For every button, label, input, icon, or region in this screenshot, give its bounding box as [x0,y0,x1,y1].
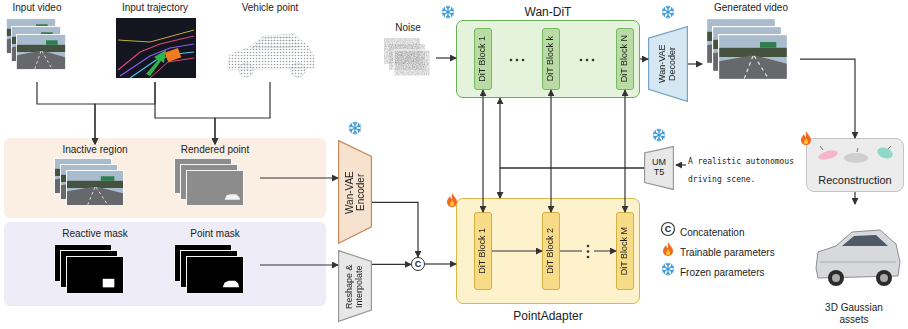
legend-row: Frozen parameters [680,262,764,280]
dit-block: DiT Block N [616,28,634,90]
connector [260,264,338,265]
block-label: DiT Block M [620,227,630,275]
connector [688,63,702,64]
image-panel: Noise [380,22,436,82]
panel-heading: Point mask [190,228,239,240]
connector [854,192,855,204]
dit-block: DiT Block M [616,212,634,290]
module-label: Wan-VAE Encoder [344,157,366,228]
block-label: DiT Block N [620,35,630,82]
connector [500,168,644,198]
connector [436,57,456,58]
process-label: Reconstruction [818,174,891,186]
trapezoid [649,27,688,102]
block-label: DiT Block 2 [546,228,556,274]
module-trapezoid: Wan-VAE Decoder [648,26,688,102]
container-title: PointAdapter [513,309,582,323]
trapezoid [339,251,372,322]
panel-heading: Vehicle point [242,2,299,14]
image-panel: Vehicle point [222,2,318,82]
image-panel: 3D Gaussian assets [806,204,902,326]
concat-circle: C [411,257,425,271]
model-container: Wan-DiTDiT Block 1DiT Block kDiT Block N [456,20,640,98]
module-label: UM T5 [651,158,667,178]
connector [425,263,456,264]
dit-block: DiT Block k [542,28,560,90]
heading-wrap: Wan-DiT [457,2,639,20]
legend-row: Trainable parameters [680,242,775,260]
connector [95,82,155,144]
legend-text: Frozen parameters [680,267,764,278]
trapezoid [339,141,372,244]
heading-wrap: PointAdapter [457,306,639,324]
image-panel: Reactive mask [50,228,140,302]
prompt-label: A realistic autonomous driving scene. [688,150,800,186]
module-trapezoid: Reshape & Interpolate [338,250,372,322]
connector [550,90,551,212]
panel-heading: Input trajectory [122,2,188,14]
module-label: Wan-VAE Decoder [658,38,678,90]
connector [37,82,95,144]
legend-symbol-label: C [661,222,675,236]
legend-text: Concatenation [680,227,745,238]
process-box: Reconstruction [806,138,904,192]
panel-heading: Rendered point [181,144,249,156]
module-trapezoid: Wan-VAE Encoder [338,140,372,244]
panel-heading: Inactive region [62,144,127,156]
legend-row: Concatenation [680,222,745,240]
image-panel: Input video [4,2,70,82]
dit-block: DiT Block 2 [542,212,560,290]
panel-heading: Input video [13,2,62,14]
concat-symbol-letter: C [665,225,672,234]
dit-block: DiT Block 1 [474,28,492,90]
block-label: DiT Block k [546,36,556,81]
connector [260,177,338,178]
image-panel: Inactive region [50,144,140,212]
model-container: PointAdapterDiT Block 1DiT Block 2DiT Bl… [456,198,640,304]
module-trapezoid: UM T5 [644,146,674,190]
connector [640,58,648,59]
panel-heading: 3D Gaussian assets [820,302,888,326]
container-title: Wan-DiT [525,5,572,19]
trapezoid [645,147,674,190]
panel-heading: Reactive mask [62,228,128,240]
image-panel: Rendered point [170,144,260,212]
connector [500,98,644,168]
image-panel: Point mask [170,228,260,302]
connector [372,202,418,257]
block-label: DiT Block 1 [478,228,488,274]
module-label: Reshape & Interpolate [345,262,365,311]
connector [372,264,411,265]
connector [800,59,855,138]
concat-symbol: C [415,260,422,269]
connector [215,82,270,144]
image-panel: Input trajectory [112,2,198,82]
connector [482,90,483,212]
prompt-text: A realistic autonomous driving scene. [688,157,794,184]
panel-heading: Noise [395,22,421,34]
block-label: DiT Block 1 [478,36,488,82]
dit-block: DiT Block 1 [474,212,492,290]
image-panel: Generated video [702,2,800,90]
connector [155,82,215,144]
connector [624,90,625,212]
legend-text: Trainable parameters [680,247,775,258]
panel-heading: Generated video [714,2,788,14]
